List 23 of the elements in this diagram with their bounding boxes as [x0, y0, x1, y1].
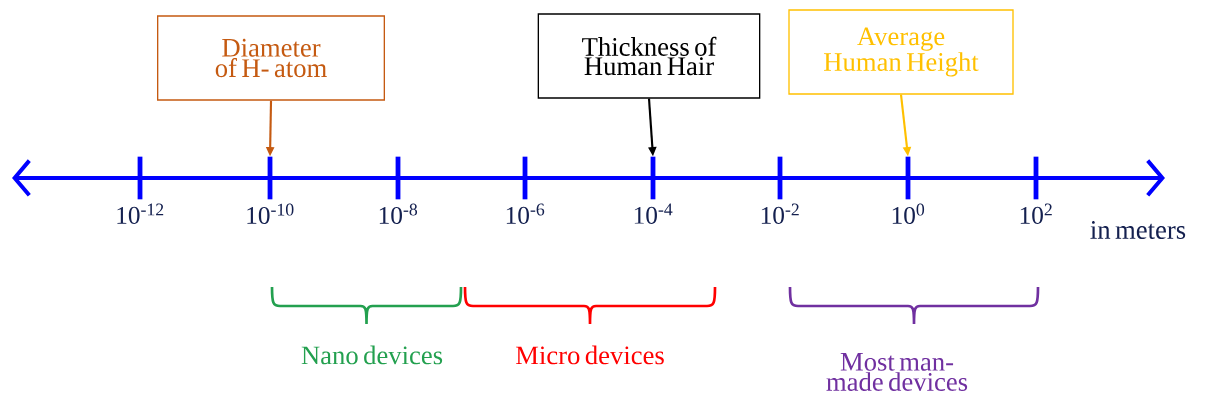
tick-mark — [522, 156, 528, 200]
tick-mark — [1033, 156, 1039, 200]
tick-label: 10$^{0}$ — [892, 203, 925, 224]
tick-label: 10$^{-4}$ — [634, 203, 673, 224]
callout-box: Average Human Height — [788, 9, 1014, 95]
tick-label: 10$^{-2}$ — [761, 203, 799, 224]
callout-box: Thickness of Human Hair — [537, 13, 761, 99]
tick-label: 10$^{2}$ — [1020, 203, 1052, 224]
tick-label: 10$^{-10}$ — [247, 203, 294, 224]
callout-box: Diameter of H- atom — [157, 15, 385, 101]
tick-mark — [137, 156, 143, 200]
tick-mark — [905, 156, 911, 200]
bracket-label: Micro devices — [516, 345, 664, 365]
tick-mark — [267, 156, 273, 200]
tick-mark — [650, 156, 656, 200]
unit-label: in meters — [1090, 221, 1186, 239]
bracket-label: Most man-made devices — [826, 353, 968, 391]
tick-mark — [395, 156, 401, 200]
tick-mark — [777, 156, 783, 200]
tick-label: 10$^{-8}$ — [379, 203, 418, 224]
bracket-label: Nano devices — [301, 345, 443, 365]
tick-label: 10$^{-6}$ — [506, 203, 545, 224]
tick-label: 10$^{-12}$ — [117, 203, 164, 224]
